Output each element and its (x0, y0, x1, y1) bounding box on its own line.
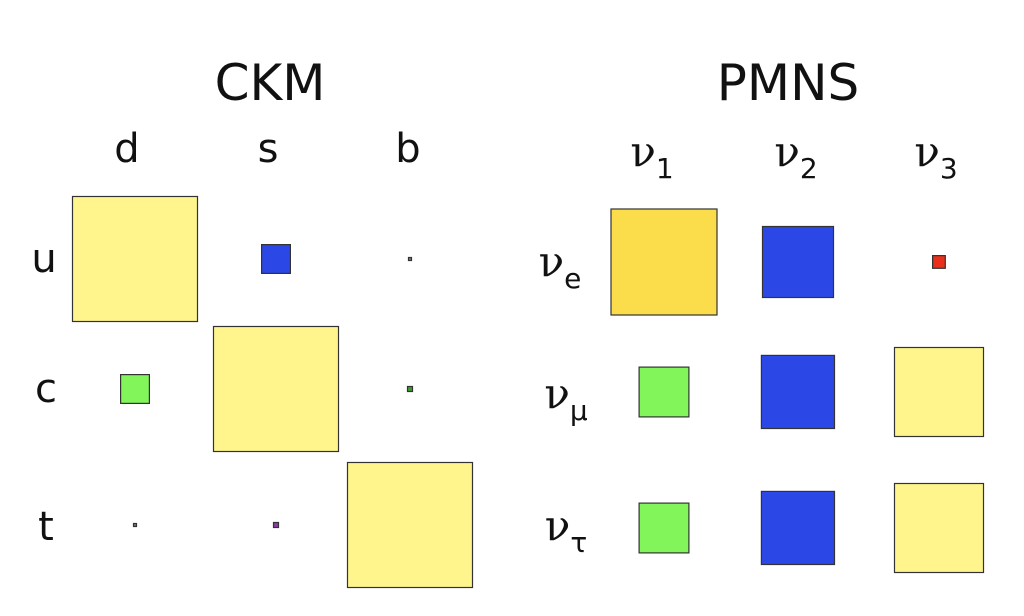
ckm-cell-r2-c2 (212, 325, 340, 453)
ckm-cell-r2-c1 (119, 374, 150, 405)
nu-symbol: ν (539, 237, 565, 286)
ckm-cell-r2-c3 (406, 385, 414, 393)
pmns-cells (610, 208, 985, 574)
ckm-cells (71, 195, 474, 589)
pmns-cell-r2-c3 (893, 346, 985, 438)
pmns-panel: PMNS ν1 ν2 ν3 νe νμ ντ (539, 54, 985, 574)
ckm-title: CKM (215, 54, 326, 112)
pmns-cell-r3-c2 (760, 490, 836, 566)
pmns-cell-r1-c1 (610, 208, 718, 316)
pmns-row-label-nutau: ντ (545, 501, 587, 559)
pmns-cell-r1-c2 (761, 225, 835, 299)
ckm-col-label-b: b (395, 126, 420, 172)
pmns-cell-r3-c3 (893, 482, 985, 574)
pmns-col-label-nu2: ν2 (774, 127, 817, 185)
pmns-cell-r1-c3 (931, 255, 946, 269)
pmns-row-label-numu: νμ (544, 369, 588, 427)
pmns-row-label-nue: νe (539, 237, 582, 295)
nu-symbol: ν (630, 127, 656, 176)
ckm-cell-r3-c2 (272, 521, 280, 529)
ckm-cell-r1-c3 (407, 256, 413, 262)
ckm-panel: CKM d s b u c t (31, 54, 474, 589)
pmns-cell-r3-c1 (638, 502, 690, 554)
pmns-col-label-nu3: ν3 (914, 127, 957, 185)
ckm-cell-r3-c1 (132, 522, 138, 528)
ckm-col-label-d: d (114, 126, 139, 172)
ckm-row-label-c: c (35, 366, 57, 412)
nu-subscript: e (564, 262, 581, 295)
ckm-row-label-u: u (31, 236, 56, 282)
nu-subscript: 2 (800, 152, 818, 185)
ckm-cell-r3-c3 (346, 461, 474, 589)
pmns-title: PMNS (717, 54, 859, 112)
pmns-cell-r2-c2 (760, 354, 836, 430)
nu-subscript: 3 (940, 152, 958, 185)
nu-symbol: ν (914, 127, 940, 176)
ckm-col-label-s: s (258, 126, 279, 172)
ckm-cell-r1-c1 (71, 195, 199, 323)
nu-symbol: ν (544, 369, 570, 418)
ckm-row-label-t: t (38, 504, 54, 550)
nu-symbol: ν (774, 127, 800, 176)
pmns-col-label-nu1: ν1 (630, 127, 673, 185)
nu-subscript: μ (570, 394, 588, 427)
nu-subscript: τ (570, 526, 587, 559)
nu-subscript: 1 (656, 152, 674, 185)
pmns-cell-r2-c1 (638, 366, 690, 418)
nu-symbol: ν (545, 501, 571, 550)
ckm-cell-r1-c2 (261, 244, 292, 275)
